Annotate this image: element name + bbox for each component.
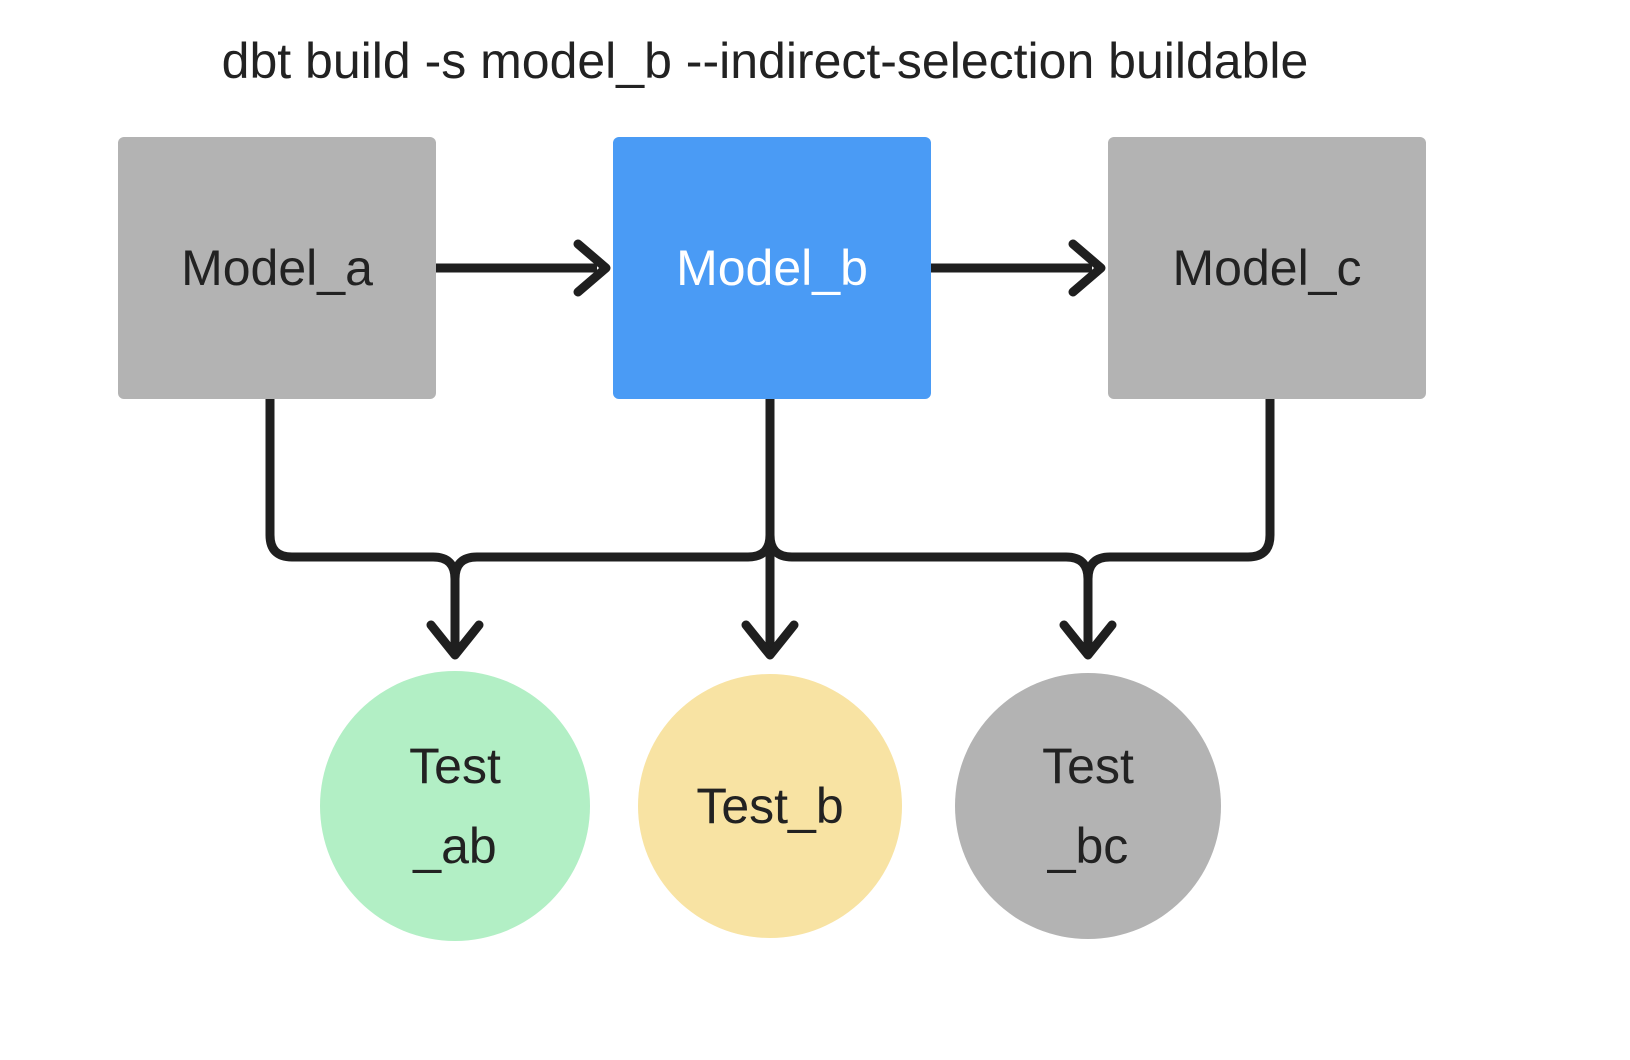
test-node-label: Test_bc — [1042, 738, 1134, 874]
edge-line — [450, 399, 775, 648]
model-nodes-layer: Model_a Model_b Model_c — [118, 137, 1426, 399]
edge-line — [1083, 399, 1275, 648]
edge-model_a-to-model_b — [436, 239, 611, 297]
edge-line — [265, 399, 460, 648]
test-nodes-layer: Test_ab Test_b Test_bc — [320, 671, 1221, 941]
arrowhead-icon — [1068, 239, 1106, 297]
test-node-shape[interactable] — [320, 671, 590, 941]
edge-model_b-to-test_bc — [765, 399, 1117, 660]
page-title: dbt build -s model_b --indirect-selectio… — [222, 33, 1309, 89]
test-node-shape[interactable] — [638, 674, 902, 938]
edge-model_a-to-test_ab — [265, 399, 484, 660]
test-node-test_ab[interactable]: Test_ab — [320, 671, 590, 941]
model-node-label: Model_a — [181, 240, 373, 296]
test-node-label: Test_b — [696, 778, 843, 834]
model-node-label: Model_c — [1173, 240, 1362, 296]
test-node-test_bc[interactable]: Test_bc — [955, 673, 1221, 939]
model-node-model_c[interactable]: Model_c — [1108, 137, 1426, 399]
edges-layer — [265, 239, 1275, 660]
edge-model_b-to-test_ab — [450, 399, 775, 648]
edge-model_b-to-model_c — [931, 239, 1106, 297]
model-node-shape[interactable] — [118, 137, 436, 399]
arrowhead-icon — [573, 239, 611, 297]
model-node-model_b[interactable]: Model_b — [613, 137, 931, 399]
test-node-label: Test_ab — [409, 738, 501, 874]
test-node-shape[interactable] — [955, 673, 1221, 939]
arrowhead-icon — [1059, 620, 1117, 660]
model-node-label: Model_b — [676, 240, 868, 296]
test-node-test_b[interactable]: Test_b — [638, 674, 902, 938]
edge-model_c-to-test_bc — [1083, 399, 1275, 648]
arrowhead-icon — [426, 620, 484, 660]
model-node-shape[interactable] — [1108, 137, 1426, 399]
arrowhead-icon — [741, 620, 799, 660]
model-node-model_a[interactable]: Model_a — [118, 137, 436, 399]
edge-line — [765, 399, 1093, 648]
model-node-shape[interactable] — [613, 137, 931, 399]
